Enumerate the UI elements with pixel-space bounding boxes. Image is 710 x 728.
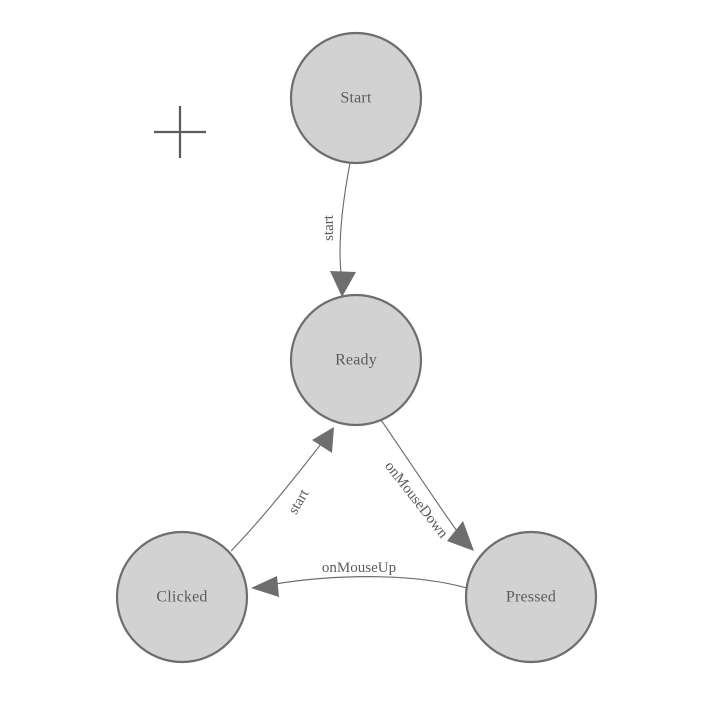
node-label: Ready: [335, 352, 377, 369]
edge-label: start: [321, 214, 337, 241]
node-circle[interactable]: [289, 31, 423, 165]
arrow-head-icon: [312, 427, 334, 453]
edge-line: [339, 162, 351, 282]
edge-start-to-ready[interactable]: start: [321, 162, 356, 297]
edge-line: [380, 419, 463, 539]
edge-label: start: [286, 486, 313, 517]
node-start[interactable]: Start: [289, 31, 423, 165]
edge-line: [230, 443, 322, 552]
arrow-head-icon: [447, 521, 474, 551]
arrow-head-icon: [251, 576, 279, 597]
crosshair-marker-layer: [154, 106, 206, 158]
edge-ready-to-pressed[interactable]: onMouseDown: [380, 419, 474, 551]
node-clicked[interactable]: Clicked: [115, 530, 249, 664]
node-circle[interactable]: [289, 293, 423, 427]
node-pressed[interactable]: Pressed: [464, 530, 598, 664]
node-ready[interactable]: Ready: [289, 293, 423, 427]
node-label: Start: [340, 90, 372, 107]
edge-pressed-to-clicked[interactable]: onMouseUp: [251, 560, 468, 597]
arrow-head-icon: [330, 271, 356, 297]
edge-clicked-to-ready[interactable]: start: [230, 427, 334, 552]
node-circle[interactable]: [115, 530, 249, 664]
node-circle[interactable]: [464, 530, 598, 664]
plus-icon[interactable]: [154, 106, 206, 158]
edge-line: [274, 576, 468, 589]
node-label: Pressed: [506, 589, 556, 606]
edge-label: onMouseUp: [322, 560, 396, 576]
node-label: Clicked: [156, 589, 207, 606]
